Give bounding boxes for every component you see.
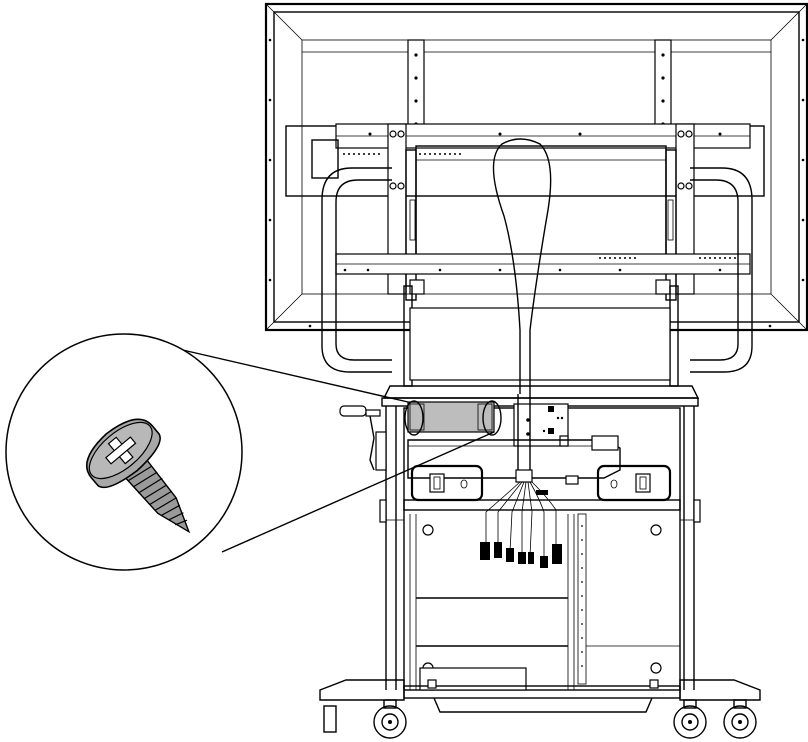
display-inner-frame: [273, 11, 800, 323]
power-outlet-box: [403, 435, 681, 511]
cable-bundle: [480, 138, 562, 568]
pan-head-screw-icon: [86, 418, 191, 534]
plate-slot-row-top: [343, 153, 461, 155]
highlighted-bracket: [404, 400, 502, 436]
screw-location-marker-left: [404, 400, 424, 436]
cart-column: [403, 285, 679, 387]
cable-connectors: [480, 542, 562, 568]
wall-plate-bottom: [335, 253, 751, 275]
cart-body-frame: [379, 406, 701, 691]
vertical-mount-strips: [407, 39, 672, 141]
display-back-recess: [301, 39, 772, 295]
cart-base: [319, 679, 761, 713]
plate-slot-row-bottom: [599, 257, 736, 259]
caster-front-right: [673, 699, 707, 739]
cart-handle-left: [321, 167, 392, 373]
control-panel: [513, 403, 569, 447]
cable-breakout: [485, 481, 557, 560]
caster-front-left: [323, 699, 407, 739]
cart-interior: [409, 513, 680, 691]
mount-bracket-right: [655, 123, 695, 301]
screw-location-marker-right: [482, 400, 502, 436]
phillips-recess-icon: [105, 436, 137, 465]
callout-leader-lines: [147, 341, 495, 553]
column-cover: [409, 307, 671, 381]
cart-handle-right: [690, 167, 753, 373]
rack-rail-holes: [581, 525, 583, 667]
height-crank: [339, 405, 387, 471]
caster-rear-right: [723, 699, 757, 739]
